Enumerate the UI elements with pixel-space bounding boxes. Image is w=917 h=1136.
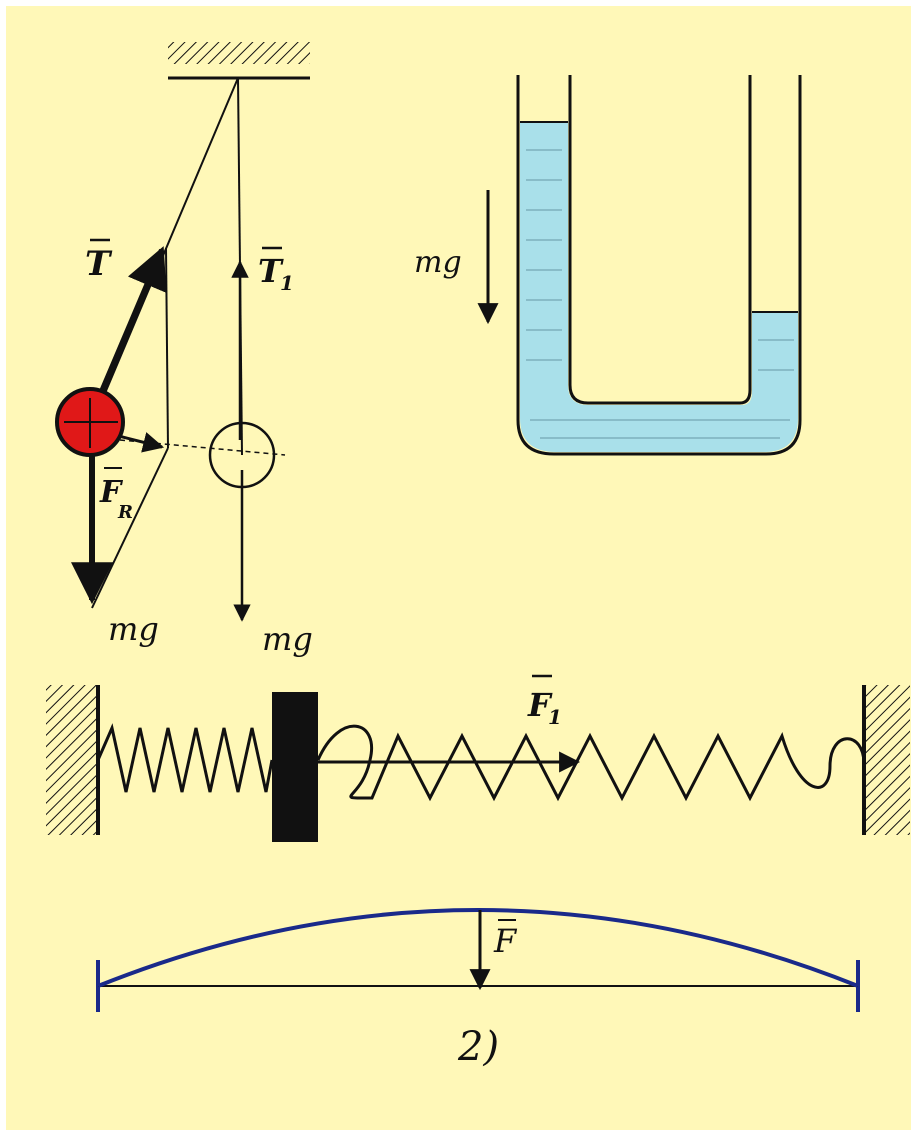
ceiling-hatch — [168, 42, 310, 64]
u-tube-inner-wall — [568, 75, 752, 405]
pendulum-figure: T T 1 F R mg mg — [55, 42, 313, 658]
spring-force-label: F — [527, 686, 553, 724]
u-tube-liquid-lines — [526, 149, 794, 439]
background-panel — [6, 6, 911, 1130]
beam-figure: F — [96, 908, 860, 1012]
u-tube-weight-label: mg — [414, 245, 462, 280]
tension-arrow — [89, 246, 167, 417]
resultant-subscript: R — [117, 502, 133, 523]
tension1-subscript: 1 — [280, 271, 294, 295]
resultant-label: F — [99, 475, 124, 510]
u-tube-figure: mg — [414, 75, 802, 456]
mass-block — [272, 692, 318, 842]
left-spring — [96, 723, 274, 793]
spring-system-figure: F 1 — [46, 674, 910, 842]
figure-caption: 2) — [457, 1024, 499, 1070]
beam-arc — [97, 908, 859, 988]
tension1-label: T — [258, 252, 284, 290]
right-wall-hatch — [866, 685, 910, 835]
beam-force-label: F — [493, 922, 518, 960]
weight-right-label: mg — [262, 620, 313, 658]
u-tube-liquid — [520, 122, 798, 452]
weight-left-label: mg — [108, 610, 159, 648]
u-tube-outer-wall — [516, 75, 802, 456]
spring-force-subscript: 1 — [548, 705, 562, 729]
left-wall-hatch — [46, 685, 96, 835]
tension-label: T — [85, 244, 113, 284]
